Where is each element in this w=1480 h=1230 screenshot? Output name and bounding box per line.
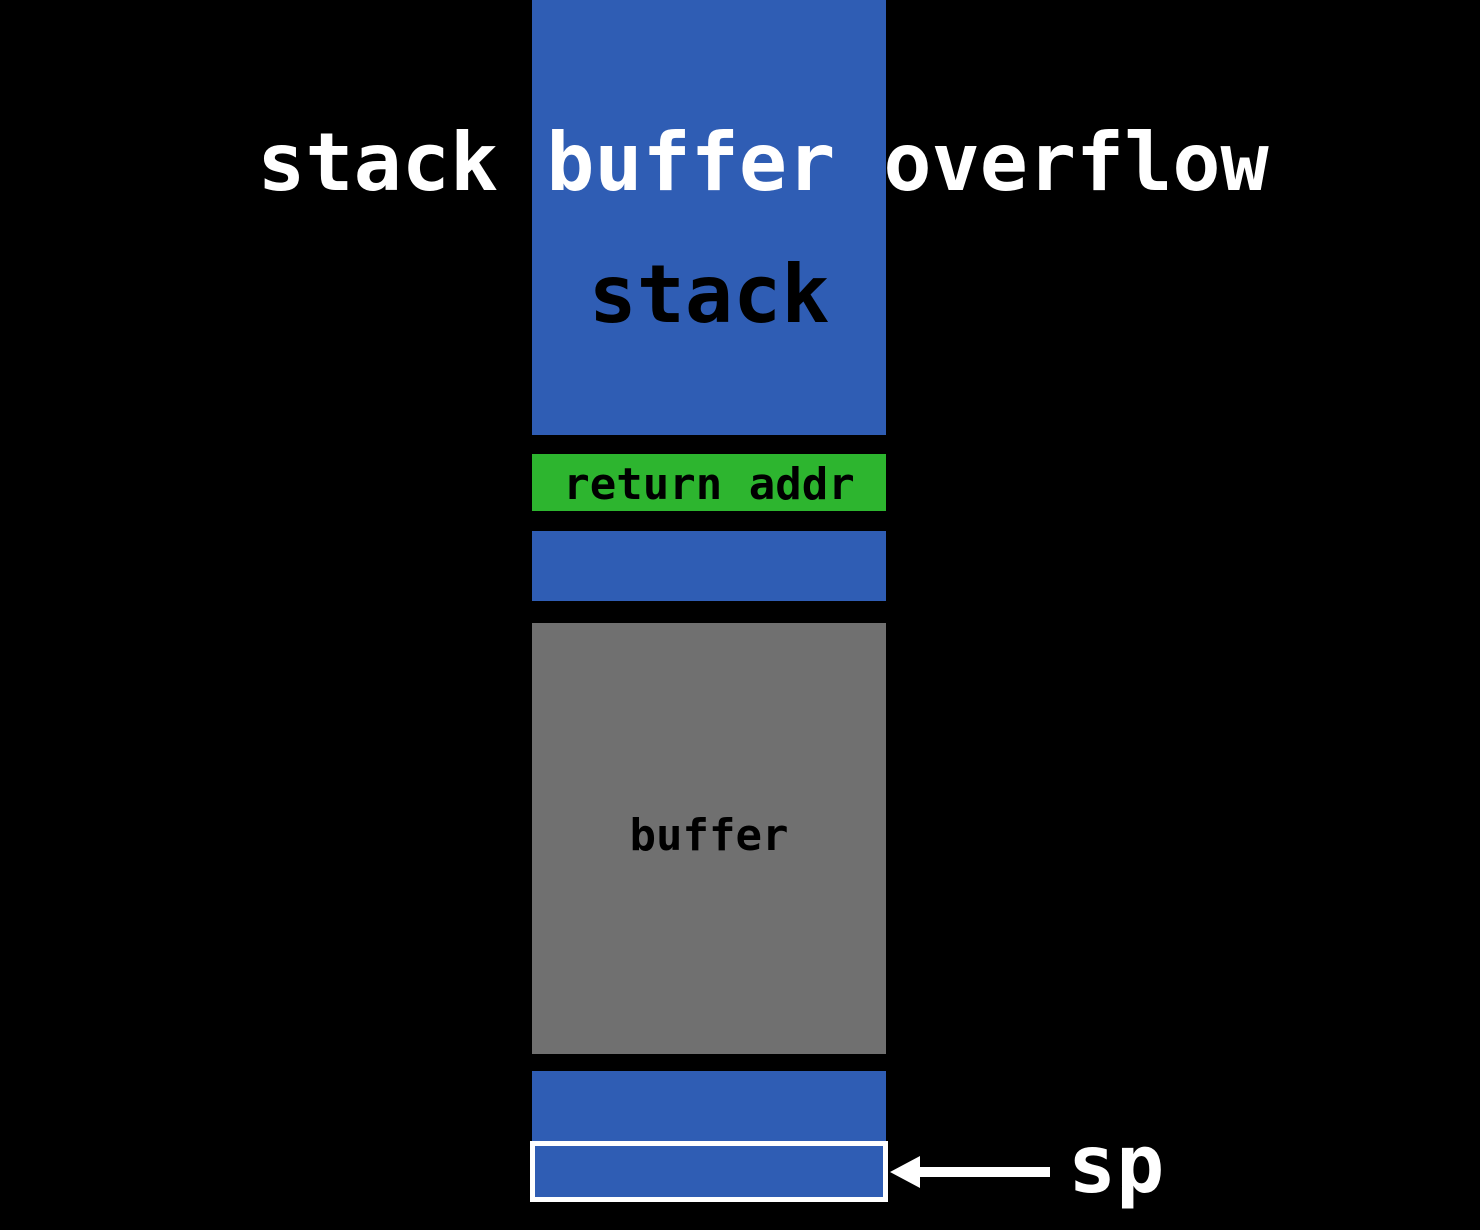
sp-label: sp [1068, 1118, 1165, 1211]
buffer-label: buffer [629, 809, 789, 861]
diagram-title: stack buffer overflow [257, 116, 1269, 209]
sp-slot [530, 1141, 888, 1202]
return-addr-block: return addr [532, 454, 886, 511]
sp-arrow-icon [890, 1156, 1050, 1188]
stack-label: stack [588, 248, 830, 341]
buffer-block: buffer [532, 623, 886, 1054]
stack-bottom-block [532, 1071, 886, 1141]
stack-region [532, 0, 886, 435]
return-addr-label: return addr [563, 458, 855, 510]
stack-frame-block [532, 531, 886, 601]
